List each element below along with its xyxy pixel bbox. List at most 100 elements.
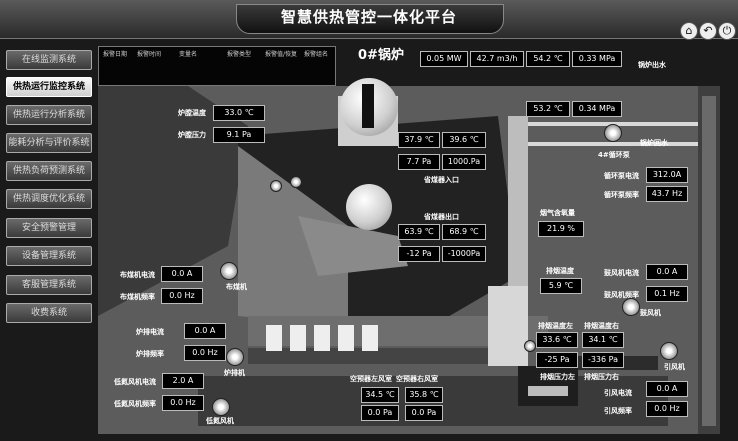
reading-out-temp: 54.2 ℃: [526, 51, 570, 67]
nav-operation-analysis[interactable]: 供热运行分析系统: [6, 105, 92, 125]
reading-return-press: 0.34 MPa: [572, 101, 622, 117]
nav-customer-service[interactable]: 客服管理系统: [6, 275, 92, 295]
reading-power: 0.05 MW: [420, 51, 468, 67]
nav-load-forecast[interactable]: 供热负荷预测系统: [6, 161, 92, 181]
coal-outlet-press-right: -1000Pa: [442, 246, 486, 262]
coal-outlet-press-left: -12 Pa: [398, 246, 440, 262]
label-pump: 4#循环泵: [598, 151, 630, 159]
nav-dispatch-optimization[interactable]: 供热调度优化系统: [6, 189, 92, 209]
feeder-icon: [220, 262, 238, 280]
alarm-col-var: 变量名: [179, 51, 198, 58]
page-title: 智慧供热管控一体化平台: [280, 8, 457, 26]
power-icon[interactable]: ⏻: [718, 22, 736, 40]
alarm-table: 报警日期 报警时间 变量名 报警类型 报警值/恢复 报警组名: [98, 46, 336, 86]
label-induced: 引风机: [664, 363, 685, 371]
valve-icon[interactable]: [270, 180, 282, 192]
reading-grate-current: 0.0 A: [184, 323, 226, 339]
preheater-temp-left: 34.5 ℃: [361, 387, 399, 403]
valve-icon[interactable]: [524, 340, 536, 352]
induced-fan-icon: [660, 342, 678, 360]
label-blower: 鼓风机: [640, 309, 661, 317]
reading-induced-freq: 0.0 Hz: [646, 401, 688, 417]
reading-lownox-current: 2.0 A: [162, 373, 204, 389]
reading-blower-freq: 0.1 Hz: [646, 286, 688, 302]
reading-grate-freq: 0.0 Hz: [184, 345, 226, 361]
reading-feeder-current: 0.0 A: [161, 266, 203, 282]
exhaust-temp-right: 34.1 ℃: [582, 332, 624, 348]
label-exhaust-temp: 排烟温度: [546, 267, 574, 275]
label-exhaust-press-right: 排烟压力右: [584, 373, 619, 381]
label-circ-pump-current: 循环泵电流: [604, 172, 639, 180]
nav-billing[interactable]: 收费系统: [6, 303, 92, 323]
grate-tube: [314, 325, 330, 351]
nav-equipment[interactable]: 设备管理系统: [6, 246, 92, 266]
label-induced-freq: 引风频率: [604, 407, 632, 415]
label-feeder-freq: 布煤机频率: [120, 293, 155, 301]
reading-return-temp: 53.2 ℃: [526, 101, 570, 117]
label-coal-outlet: 省煤器出口: [424, 213, 459, 221]
alarm-col-value: 报警值/恢复: [265, 51, 298, 58]
nav-online-monitoring[interactable]: 在线监测系统: [6, 50, 92, 70]
label-feeder: 布煤机: [226, 283, 247, 291]
nav-heating-monitoring[interactable]: 供热运行监控系统: [6, 77, 92, 97]
label-grate-current: 炉排电流: [136, 328, 164, 336]
exhaust-press-right: -336 Pa: [582, 352, 624, 368]
reading-circ-pump-current: 312.0A: [646, 167, 688, 183]
alarm-col-time: 报警时间: [137, 51, 162, 58]
title-plate: [236, 4, 504, 34]
sidebar: 在线监测系统 供热运行监控系统 供热运行分析系统 能耗分析与评价系统 供热负荷预…: [6, 44, 92, 434]
coal-inlet-temp-left: 37.9 ℃: [398, 132, 440, 148]
preheater-press-right: 0.0 Pa: [405, 405, 443, 421]
label-grate-freq: 炉排频率: [136, 350, 164, 358]
home-icon[interactable]: ⌂: [680, 22, 698, 40]
lownox-fan-icon: [212, 398, 230, 416]
label-lownox-freq: 低氮风机频率: [114, 400, 156, 408]
label-exhaust-left: 排烟温度左: [538, 322, 573, 330]
coal-outlet-temp-right: 68.9 ℃: [442, 224, 486, 240]
label-inlet: 锅炉回水: [640, 139, 668, 147]
preheater-temp-right: 35.8 ℃: [405, 387, 443, 403]
grate-tube: [362, 325, 378, 351]
grate-motor-icon: [226, 348, 244, 366]
label-coal-inlet: 省煤器入口: [424, 176, 459, 184]
coal-inlet-press-right: 1000.Pa: [442, 154, 486, 170]
label-furnace-press: 炉膛压力: [178, 131, 206, 139]
reading-induced-current: 0.0 A: [646, 381, 688, 397]
boiler-name: 0#锅炉: [358, 48, 404, 63]
label-preheater-left: 空预器左风室: [350, 375, 392, 383]
exhaust-temp-left: 33.6 ℃: [536, 332, 578, 348]
reading-oxygen: 21.9 %: [538, 221, 584, 237]
drum-window: [362, 84, 374, 128]
grate-tube: [266, 325, 282, 351]
reading-exhaust-temp: 5.9 ℃: [540, 278, 582, 294]
grate-tube: [290, 325, 306, 351]
valve-icon[interactable]: [290, 176, 302, 188]
alarm-col-date: 报警日期: [103, 51, 128, 58]
alarm-col-group: 报警组名: [304, 51, 329, 58]
label-furnace-temp: 炉膛温度: [178, 109, 206, 117]
label-exhaust-press-left: 排烟压力左: [540, 373, 575, 381]
label-lownox-current: 低氮风机电流: [114, 378, 156, 386]
preheater-press-left: 0.0 Pa: [361, 405, 399, 421]
back-icon[interactable]: ↶: [699, 22, 717, 40]
reading-lownox-freq: 0.0 Hz: [162, 395, 204, 411]
label-oxygen: 烟气含氧量: [540, 209, 575, 217]
pump-icon: [604, 124, 622, 142]
reading-furnace-temp: 33.0 ℃: [213, 105, 265, 121]
alarm-col-type: 报警类型: [227, 51, 252, 58]
reading-blower-current: 0.0 A: [646, 264, 688, 280]
label-exhaust-right: 排烟温度右: [584, 322, 619, 330]
label-grate: 炉排机: [224, 369, 245, 377]
reading-out-press: 0.33 MPa: [572, 51, 622, 67]
reading-feeder-freq: 0.0 Hz: [161, 288, 203, 304]
nav-safety-warning[interactable]: 安全预警管理: [6, 218, 92, 238]
label-preheater-right: 空预器右风室: [396, 375, 438, 383]
reading-circ-pump-freq: 43.7 Hz: [646, 186, 688, 202]
label-induced-current: 引风电流: [604, 389, 632, 397]
label-outlet: 锅炉出水: [638, 61, 666, 69]
exhaust-press-left: -25 Pa: [536, 352, 578, 368]
label-feeder-current: 布煤机电流: [120, 271, 155, 279]
reading-flow: 42.7 m3/h: [470, 51, 524, 67]
label-blower-current: 鼓风机电流: [604, 269, 639, 277]
nav-energy-analysis[interactable]: 能耗分析与评价系统: [6, 133, 92, 153]
